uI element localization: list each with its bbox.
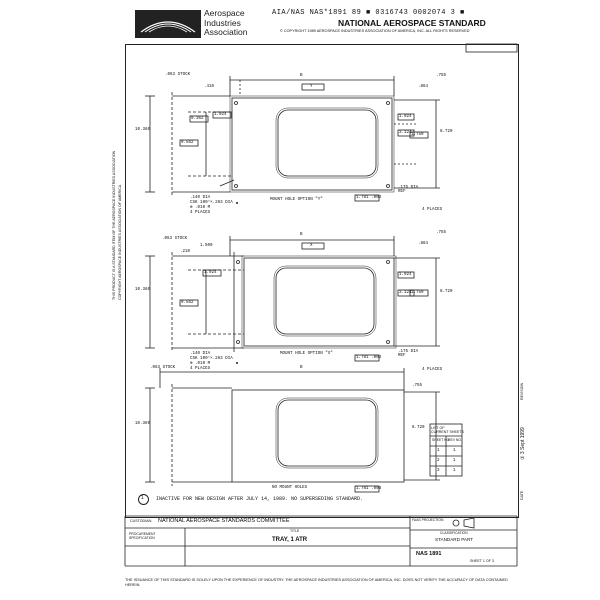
custodian-label: CUSTODIAN: [130,519,153,523]
standard-title: NATIONAL AEROSPACE STANDARD [338,18,486,28]
view1-dim-755: .755 [436,74,447,78]
side-left-text-2: COPYRIGHT AEROSPACE INDUSTRIES ASSOCIATI… [118,184,122,300]
view1-dim-7: 3.124 [399,131,412,135]
table-row: 2 [437,459,440,463]
view2-mount-option: MOUNT HOLE OPTION "X" [280,352,333,356]
view2-hole-callout: .140 DIA CSK 100°×.283 DIA ⊕ .010 M 4 PL… [190,352,233,371]
view1-mount-option: MOUNT HOLE OPTION "Y" [270,198,323,202]
view1-hole-callout: .140 DIA CSK 100°×.283 DIA ⊕ .010 M 4 PL… [190,196,233,215]
view2-dim-1: 1.500 [200,244,213,248]
view3-dim-5: 8.720 [412,426,425,430]
view1-dim-5: 8.720 [440,130,453,134]
title-label: TITLE [290,529,300,533]
view1-dim-864: .864 [418,85,429,89]
footer-disclaimer: THE ISSUANCE OF THIS STANDARD IS SOLELY … [125,578,508,587]
view3-dim-4: 10.360 [135,422,151,426]
procurement-label: PROCUREMENT SPECIFICATION [129,532,156,540]
custodian-value: NATIONAL AEROSPACE STANDARDS COMMITTEE [158,518,290,524]
aia-logo-text: Aerospace Industries Association [204,8,248,37]
view1-dim-2: 9.362 [191,117,204,121]
view2-dim-y: X [310,244,313,248]
view2-dim-8: 1.750 [411,291,424,295]
view1-box: 1.781 .003 [356,196,382,200]
drawing-frame [125,44,519,518]
view1-dim-4: 10.360 [135,128,151,132]
table-row: 1 [453,469,456,473]
table-row: 3 [437,469,440,473]
nas-number: NAS 1891 [416,551,442,557]
table-row: 1 [453,459,456,463]
part-title: TRAY, 1 ATR [272,537,308,543]
view3-dim-755: .755 [412,384,423,388]
view1-dim-a: .410 [204,85,215,89]
copyright-line: © COPYRIGHT 1989 AEROSPACE INDUSTRIES AS… [280,29,470,33]
view1-dim-b: B [300,74,303,78]
table-row: 1 [437,449,440,453]
projection-label: FAAS PROJECTION [412,518,444,522]
view2-stock: .063 STOCK [162,237,188,241]
view1-dim-3: 9.562 [181,141,194,145]
view1-bend: .175 DIA REF [398,186,419,195]
view2-dim-2: 1.024 [204,271,217,275]
classification-label: CLASSIFICATION [440,531,468,535]
view2-dim-7: 3.124 [399,291,412,295]
view2-dim-a: .210 [180,250,191,254]
sheet-table-header-rev: REV NO. [448,438,462,442]
view3-dim-b: B [300,366,303,370]
note-number-circle [138,494,149,505]
sheet-table-header-sheet: SHEET NO. [432,438,451,442]
aia-logo [135,10,201,38]
view1-dim-8: 1.750 [411,133,424,137]
view3-mount: NO MOUNT HOLES [272,486,308,490]
view2-box: 1.781 .003 [356,356,382,360]
view2-dim-864: .864 [418,242,429,246]
table-row: 1 [453,449,456,453]
sheet-table-title: LIST OF CURRENT SHEETS [431,426,464,434]
document-number: AIA/NAS NAS*1891 89 ■ 0316743 0002074 3 … [272,9,465,17]
view2-bend: .175 DIA REF [398,350,419,359]
view1-places: 4 PLACES [422,208,443,212]
view1-stock: .063 STOCK [165,73,191,77]
view2-places: 4 PLACES [422,368,443,372]
note-number: 1 [141,495,144,501]
view1-dim-y: Y [310,85,313,89]
side-right-date-value: ① 3 Sept 1999 [520,427,526,460]
view1-dim-1: 1.024 [214,113,227,117]
view2-dim-755: .755 [436,231,447,235]
view2-dim-4: 10.360 [135,288,151,292]
view2-dim-b: B [300,233,303,237]
side-right-revision: REVISION [520,382,524,400]
view2-dim-6: 1.024 [399,273,412,277]
side-right-date-label: DATE [520,490,524,500]
view2-dim-5: 8.720 [440,290,453,294]
inactive-note: INACTIVE FOR NEW DESIGN AFTER JULY 14, 1… [156,496,364,502]
view2-dim-3: 9.562 [181,301,194,305]
side-left-text-1: THIS PRODUCT IS A STANDARD ITEM OF THE A… [112,150,116,300]
classification-value: STANDARD PART [435,537,474,542]
sheet-number: SHEET 1 OF 3 [470,559,494,563]
view3-stock: .063 STOCK [150,366,176,370]
view1-dim-6: 1.024 [399,115,412,119]
view3-box: 1.781 .003 [356,487,382,491]
